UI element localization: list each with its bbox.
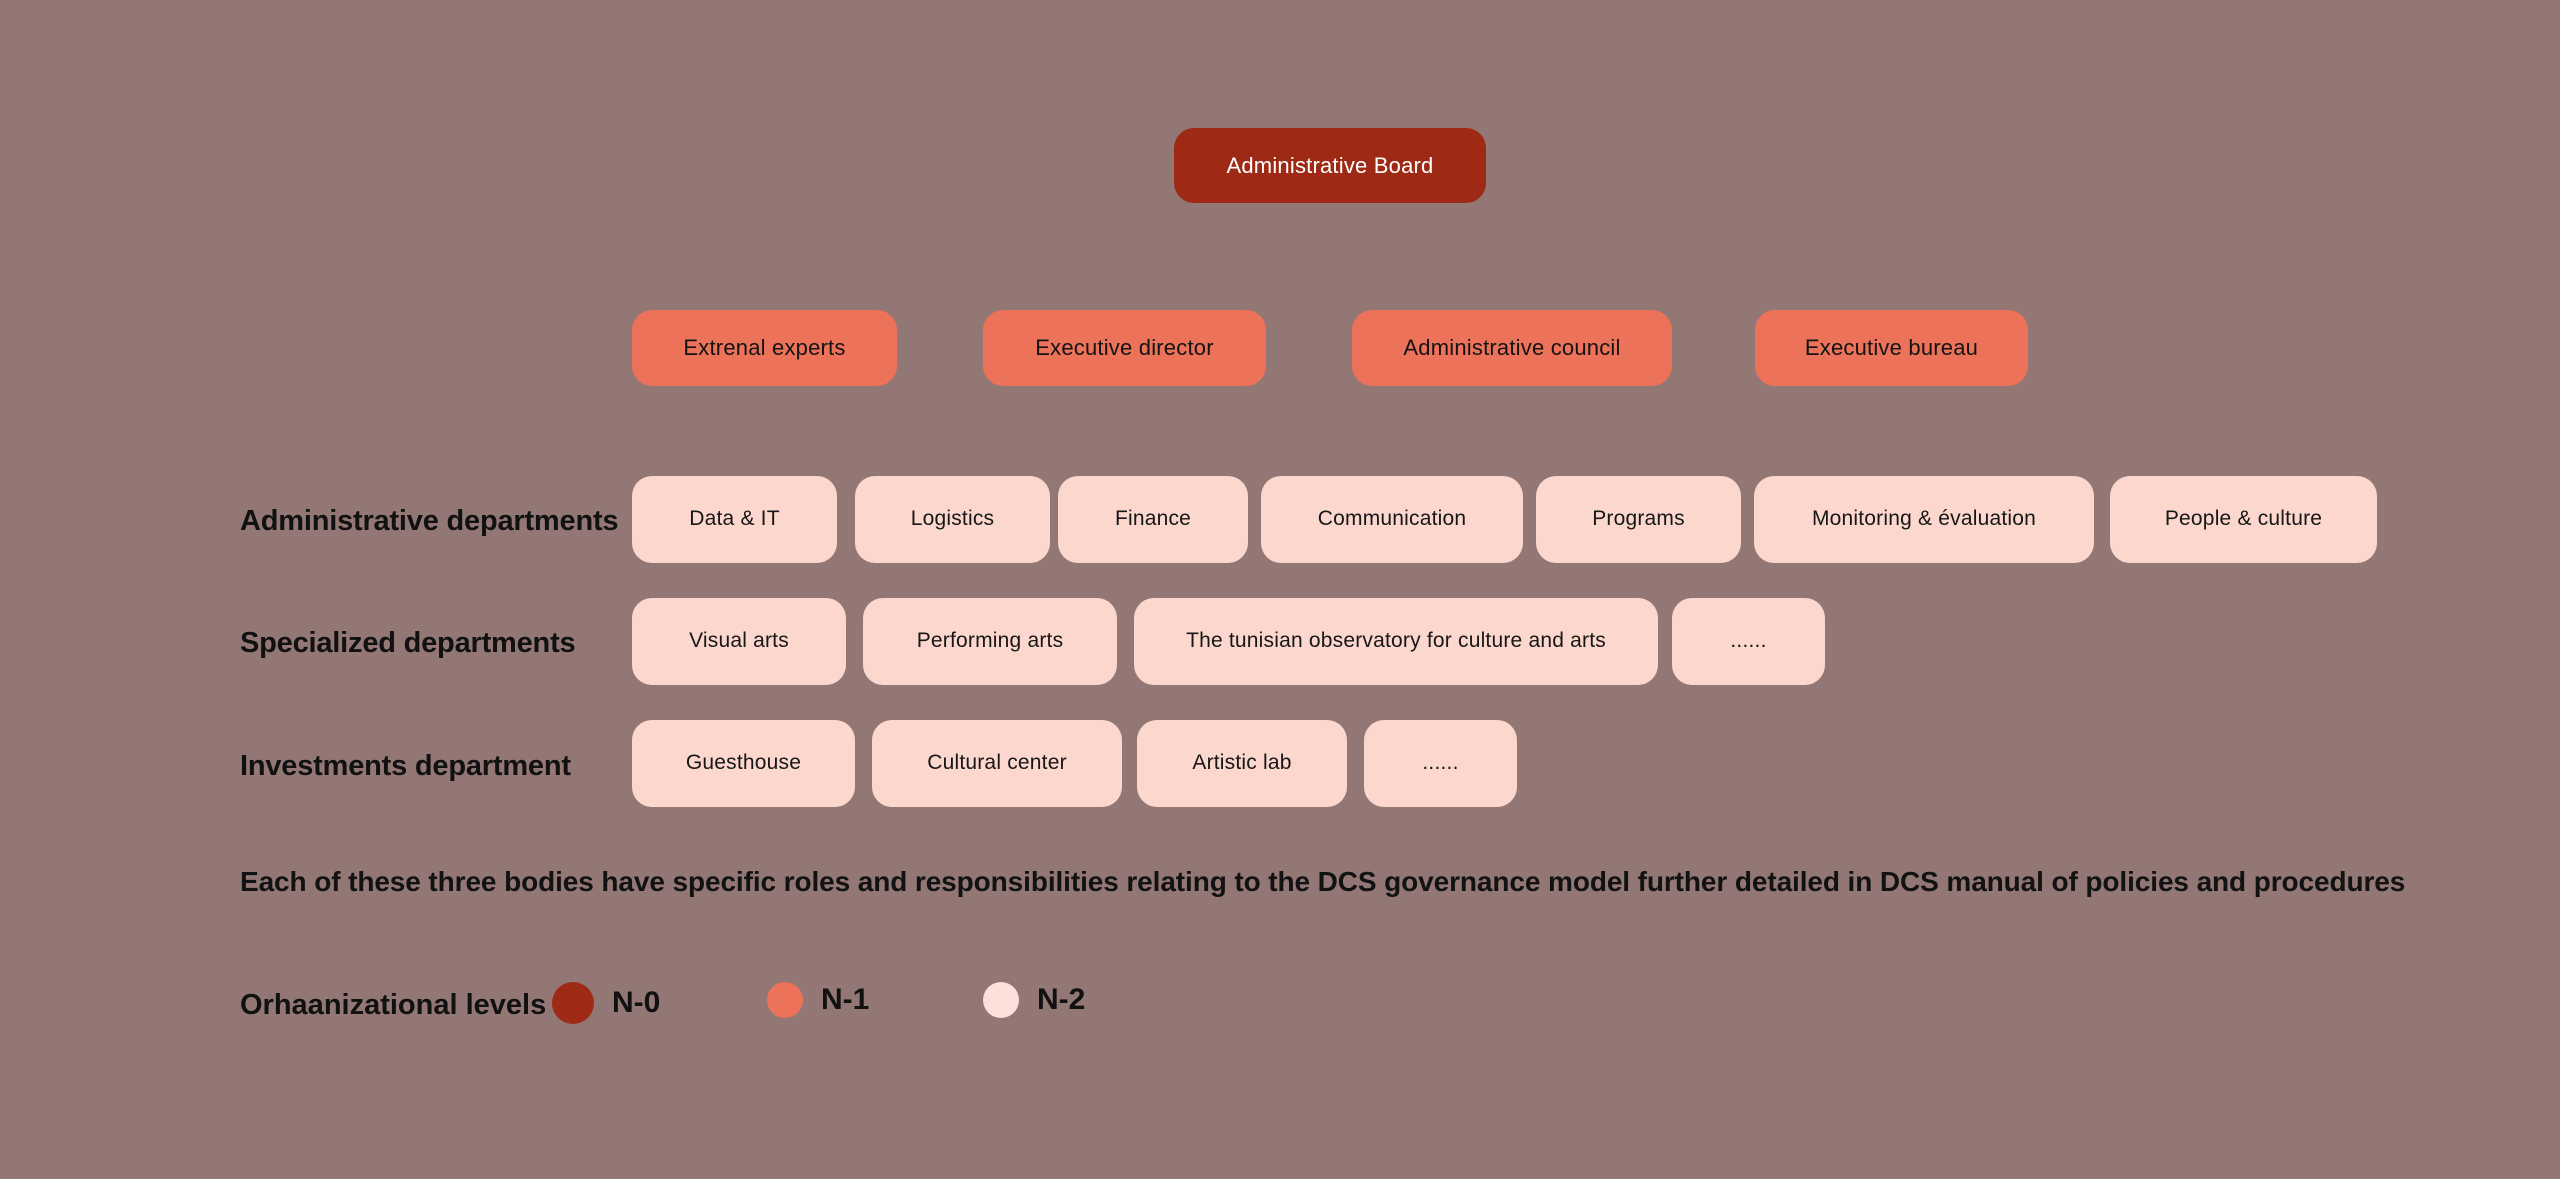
node-artistic-lab[interactable]: Artistic lab bbox=[1137, 720, 1347, 807]
node-label: Administrative Board bbox=[1226, 152, 1434, 178]
legend-label-n1: N-1 bbox=[821, 983, 870, 1016]
row-label-specialized-departments: Specialized departments bbox=[240, 627, 576, 660]
node-specialized-more[interactable]: ...... bbox=[1672, 598, 1825, 685]
governance-note: Each of these three bodies have specific… bbox=[240, 866, 2405, 898]
node-logistics[interactable]: Logistics bbox=[855, 476, 1050, 563]
row-label-text: Specialized departments bbox=[240, 627, 576, 659]
legend-title: Orhaanizational levels bbox=[240, 989, 546, 1022]
node-label: Communication bbox=[1317, 507, 1467, 531]
node-label: Artistic lab bbox=[1192, 751, 1292, 775]
node-label: ...... bbox=[1730, 629, 1767, 653]
node-label: Extrenal experts bbox=[683, 335, 846, 361]
node-data-and-it[interactable]: Data & IT bbox=[632, 476, 837, 563]
governance-note-text: Each of these three bodies have specific… bbox=[240, 866, 2406, 897]
node-label: Finance bbox=[1114, 507, 1192, 531]
row-label-text: Investments department bbox=[240, 750, 571, 782]
node-extrenal-experts[interactable]: Extrenal experts bbox=[632, 310, 897, 386]
legend-title-text: Orhaanizational levels bbox=[240, 989, 547, 1021]
node-executive-director[interactable]: Executive director bbox=[983, 310, 1266, 386]
node-label: Executive bureau bbox=[1804, 335, 1979, 361]
node-tunisian-observatory[interactable]: The tunisian observatory for culture and… bbox=[1134, 598, 1658, 685]
node-administrative-board[interactable]: Administrative Board bbox=[1174, 128, 1486, 203]
legend-label-n0: N-0 bbox=[612, 986, 661, 1019]
node-label: Administrative council bbox=[1403, 335, 1621, 361]
node-executive-bureau[interactable]: Executive bureau bbox=[1755, 310, 2028, 386]
legend-label-n2: N-2 bbox=[1037, 983, 1086, 1016]
row-label-administrative-departments: Administrative departments bbox=[240, 505, 619, 538]
legend-dot-n0 bbox=[552, 982, 594, 1024]
node-people-and-culture[interactable]: People & culture bbox=[2110, 476, 2377, 563]
node-label: Executive director bbox=[1035, 335, 1214, 361]
legend-dot-n1 bbox=[767, 982, 803, 1018]
node-label: Visual arts bbox=[689, 629, 789, 653]
node-label: People & culture bbox=[2164, 507, 2323, 531]
node-guesthouse[interactable]: Guesthouse bbox=[632, 720, 855, 807]
node-communication[interactable]: Communication bbox=[1261, 476, 1523, 563]
node-visual-arts[interactable]: Visual arts bbox=[632, 598, 846, 685]
node-performing-arts[interactable]: Performing arts bbox=[863, 598, 1117, 685]
legend-item-n2[interactable]: N-2 bbox=[983, 982, 1085, 1018]
node-label: The tunisian observatory for culture and… bbox=[1186, 629, 1606, 653]
node-label: Monitoring & évaluation bbox=[1811, 507, 2037, 531]
node-investments-more[interactable]: ...... bbox=[1364, 720, 1517, 807]
row-label-investments-department: Investments department bbox=[240, 750, 571, 783]
legend-item-n1[interactable]: N-1 bbox=[767, 982, 869, 1018]
node-label: Performing arts bbox=[916, 629, 1064, 653]
node-monitoring-evaluation[interactable]: Monitoring & évaluation bbox=[1754, 476, 2094, 563]
node-label: ...... bbox=[1422, 751, 1459, 775]
node-label: Guesthouse bbox=[685, 751, 802, 775]
node-label: Data & IT bbox=[689, 507, 780, 531]
legend-dot-n2 bbox=[983, 982, 1019, 1018]
node-cultural-center[interactable]: Cultural center bbox=[872, 720, 1122, 807]
node-finance[interactable]: Finance bbox=[1058, 476, 1248, 563]
node-programs[interactable]: Programs bbox=[1536, 476, 1741, 563]
row-label-text: Administrative departments bbox=[240, 505, 619, 537]
node-label: Cultural center bbox=[927, 751, 1067, 775]
node-administrative-council[interactable]: Administrative council bbox=[1352, 310, 1672, 386]
node-label: Programs bbox=[1592, 507, 1685, 531]
legend-item-n0[interactable]: N-0 bbox=[552, 982, 660, 1024]
node-label: Logistics bbox=[910, 507, 995, 531]
